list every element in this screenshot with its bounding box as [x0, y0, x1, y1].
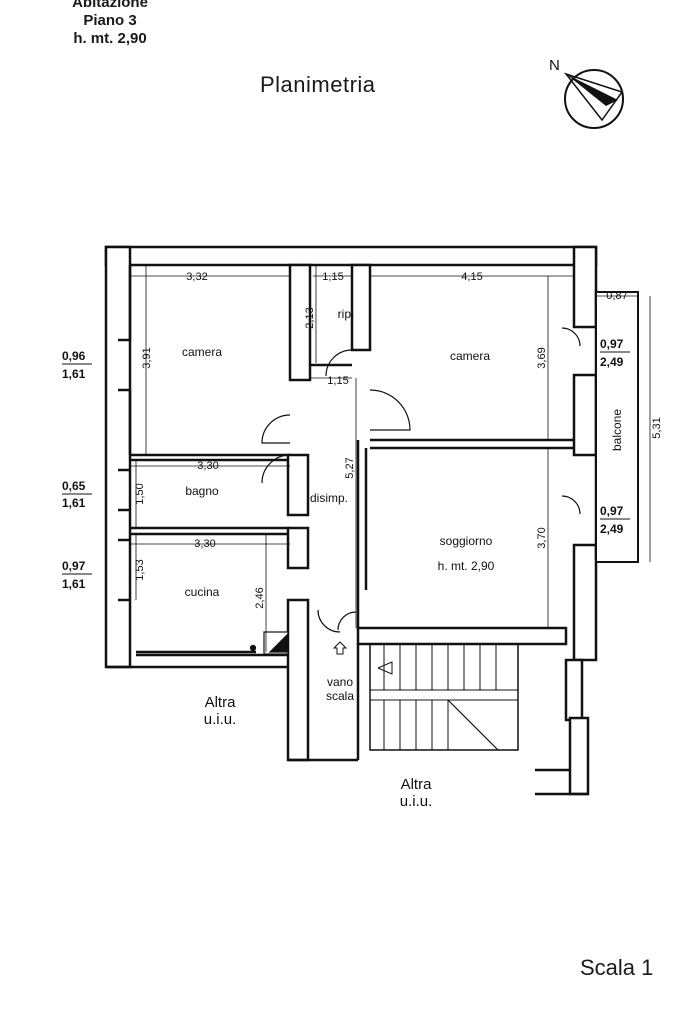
dim-rip-h: 2,13 [304, 307, 316, 328]
floor-label: Piano 3 [83, 12, 137, 29]
north-compass-icon: N [549, 57, 624, 129]
adjacent-bottom-line2: u.i.u. [400, 793, 433, 810]
dim-disimp-h: 5,27 [344, 457, 356, 478]
dim-camera-left-w: 3,32 [186, 271, 207, 283]
height-label: h. mt. 2,90 [73, 30, 147, 47]
dim-camera-right-h: 3,69 [536, 347, 548, 368]
dimension-labels: 3,32 3,91 1,15 2,13 1,15 5,27 4,15 3,69 … [134, 271, 663, 609]
window3-top: 0,97 [62, 559, 86, 573]
window-labels: 0,96 1,61 0,65 1,61 0,97 1,61 0,97 2,49 … [62, 337, 630, 591]
dim-cucina-h: 1,53 [134, 559, 146, 580]
adjacent-bottom-line1: Altra [401, 776, 433, 793]
window5-top: 0,97 [600, 504, 624, 518]
room-vano: vano [327, 675, 353, 689]
room-camera-right: camera [450, 349, 490, 363]
kitchen-fixtures [249, 631, 289, 655]
window1-top: 0,96 [62, 349, 86, 363]
doors [261, 327, 581, 633]
room-labels: camera rip. camera bagno disimp. soggior… [182, 307, 624, 703]
scale-label: Scala 1 [580, 955, 654, 980]
entrance-arrow-icon [332, 641, 348, 655]
dim-rip-w: 1,15 [322, 271, 343, 283]
header-label: Abitazione [72, 0, 148, 11]
room-cucina: cucina [185, 585, 220, 599]
window4-bottom: 2,49 [600, 355, 624, 369]
dim-balcone-w: 0,87 [606, 290, 627, 302]
adjacent-left-line1: Altra [205, 694, 237, 711]
dim-disimp-w: 1,15 [327, 375, 348, 387]
dim-soggiorno-h: 3,70 [536, 527, 548, 548]
window2-bottom: 1,61 [62, 496, 86, 510]
adjacent-left-line2: u.i.u. [204, 711, 237, 728]
dim-bagno-h: 1,50 [134, 483, 146, 504]
dim-camera-left-h: 3,91 [141, 347, 153, 368]
window2-top: 0,65 [62, 479, 86, 493]
adjacent-units: Altra u.i.u. Altra u.i.u. [204, 694, 433, 810]
window3-bottom: 1,61 [62, 577, 86, 591]
dim-cucina-w: 3,30 [194, 538, 215, 550]
room-bagno: bagno [185, 484, 219, 498]
dimension-lines [130, 265, 651, 652]
plan-title: Planimetria [260, 72, 376, 97]
room-soggiorno: soggiorno [440, 534, 493, 548]
room-scala: scala [326, 689, 354, 703]
walls [104, 245, 639, 796]
room-disimp: disimp. [310, 491, 348, 505]
room-balcone: balcone [610, 409, 624, 451]
dim-cucina-h2: 2,46 [254, 587, 266, 608]
north-label: N [549, 57, 560, 74]
window1-bottom: 1,61 [62, 367, 86, 381]
window4-top: 0,97 [600, 337, 624, 351]
dim-camera-right-w: 4,15 [461, 271, 482, 283]
room-soggiorno-height: h. mt. 2,90 [438, 559, 495, 573]
dim-balcone-l: 5,31 [651, 417, 663, 438]
room-rip: rip. [338, 307, 355, 321]
room-camera-left: camera [182, 345, 222, 359]
window5-bottom: 2,49 [600, 522, 624, 536]
dim-bagno-w: 3,30 [197, 460, 218, 472]
